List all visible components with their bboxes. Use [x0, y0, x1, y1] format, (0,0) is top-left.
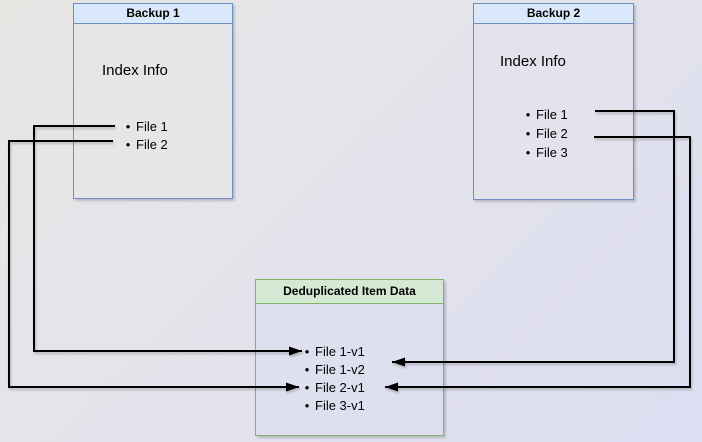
item-label: File 1-v2: [315, 361, 365, 377]
bullet-icon: •: [125, 136, 131, 152]
dedup-file-list: • File 1-v1 • File 1-v2 • File 2-v1 • File 3-v1: [301, 342, 365, 414]
item-label: File 3: [536, 145, 568, 160]
bullet-icon: •: [525, 126, 531, 141]
item-label: File 1-v1: [315, 343, 365, 359]
backup1-box: Backup 1 Index Info • File 1 • File 2: [73, 3, 233, 199]
backup2-index-info-label: Index Info: [500, 53, 566, 70]
bullet-icon: •: [525, 145, 531, 160]
bullet-icon: •: [304, 361, 310, 377]
list-item: • File 1-v2: [301, 360, 365, 378]
deduplicated-item-data-box: Deduplicated Item Data • File 1-v1 • File 1…: [255, 279, 444, 436]
bullet-icon: •: [125, 118, 131, 134]
backup1-index-info-label: Index Info: [102, 62, 168, 79]
backup2-box: Backup 2 Index Info • File 1 • File 2 • File …: [473, 3, 634, 200]
list-item: • File 3-v1: [301, 396, 365, 414]
backup2-file-list: • File 1 • File 2 • File 3: [522, 105, 568, 162]
backup1-file-list: • File 1 • File 2: [122, 117, 168, 153]
list-item: • File 2-v1: [301, 378, 365, 396]
backup2-title: Backup 2: [474, 4, 633, 24]
list-item: • File 3: [522, 143, 568, 162]
item-label: File 2-v1: [315, 379, 365, 395]
list-item: • File 1: [122, 117, 168, 135]
list-item: • File 1: [522, 105, 568, 124]
list-item: • File 1-v1: [301, 342, 365, 360]
list-item: • File 2: [122, 135, 168, 153]
item-label: File 2: [536, 126, 568, 141]
bullet-icon: •: [525, 107, 531, 122]
item-label: File 1: [136, 118, 168, 134]
item-label: File 1: [536, 107, 568, 122]
list-item: • File 2: [522, 124, 568, 143]
item-label: File 2: [136, 136, 168, 152]
dedup-title: Deduplicated Item Data: [256, 280, 443, 304]
bullet-icon: •: [304, 343, 310, 359]
backup1-title: Backup 1: [74, 4, 232, 24]
item-label: File 3-v1: [315, 397, 365, 413]
bullet-icon: •: [304, 379, 310, 395]
bullet-icon: •: [304, 397, 310, 413]
